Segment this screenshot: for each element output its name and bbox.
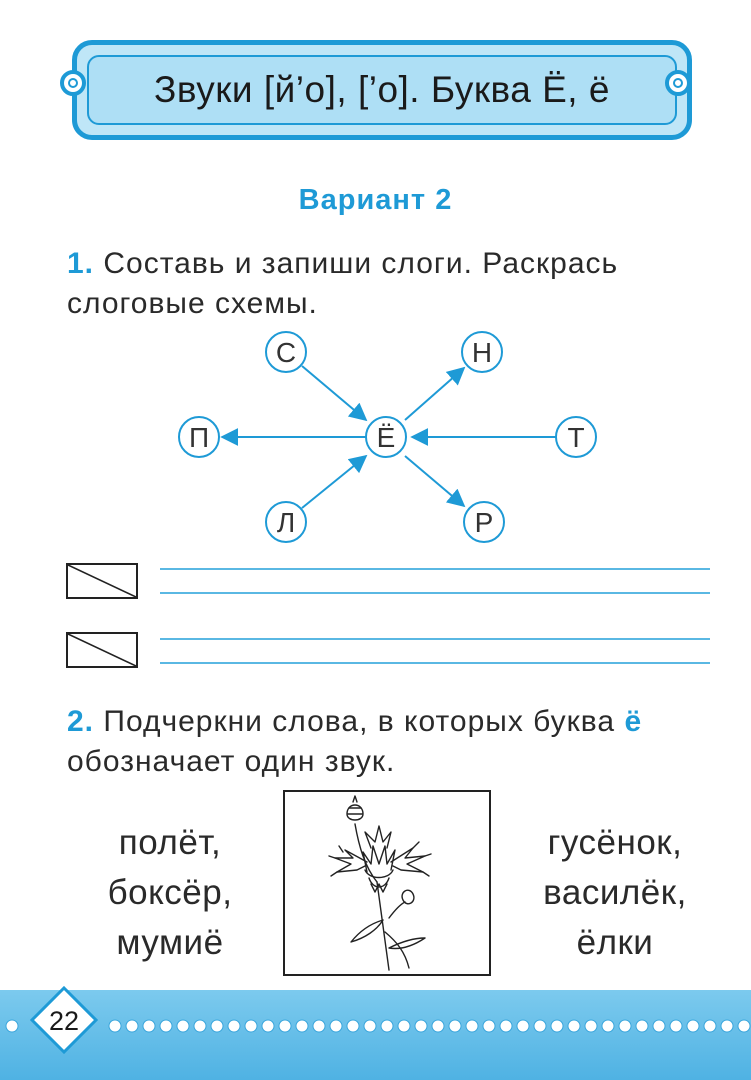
arrow-l-to-center: [301, 454, 368, 509]
word-item[interactable]: боксёр,: [107, 873, 233, 912]
word-list-left: полёт, боксёр, мумиё: [80, 818, 260, 968]
task-2-letter: ё: [624, 705, 643, 738]
task-2-text-after: обозначает один звук.: [67, 745, 396, 778]
banner-ring-right-icon: [665, 70, 691, 96]
node-r-circle: [463, 501, 505, 543]
node-l-circle: [265, 501, 307, 543]
word-item[interactable]: ёлки: [576, 923, 654, 962]
footer-dots-decoration: [5, 1019, 751, 1033]
word-list-right: гусёнок, василёк, ёлки: [520, 818, 710, 968]
node-n-circle: [461, 331, 503, 373]
node-n-label: Н: [472, 337, 492, 368]
task-2-number: 2.: [67, 705, 95, 738]
writing-line[interactable]: [160, 662, 710, 664]
page-title: Звуки [й’о], [’о]. Буква Ё, ё: [154, 69, 610, 110]
syllable-diagram: Ё С Н П Т Л Р: [178, 331, 597, 543]
footer-band: [0, 990, 751, 1080]
word-item[interactable]: полёт,: [118, 823, 222, 862]
arrow-s-to-center: [301, 365, 368, 422]
node-p-circle: [178, 416, 220, 458]
writing-line[interactable]: [160, 592, 710, 594]
banner-ring-left-icon: [60, 70, 86, 96]
cornflower-icon: [328, 795, 432, 971]
word-item[interactable]: василёк,: [543, 873, 687, 912]
node-t-label: Т: [567, 422, 584, 453]
node-s-label: С: [276, 337, 296, 368]
title-banner: Звуки [й’о], [’о]. Буква Ё, ё: [72, 40, 692, 140]
node-s-circle: [265, 331, 307, 373]
page-number-badge: [30, 986, 98, 1054]
task-1: 1. Составь и запиши слоги. Раскрась слог…: [67, 244, 717, 324]
picture-frame: [283, 790, 491, 976]
word-item[interactable]: мумиё: [116, 923, 224, 962]
title-banner-inner: Звуки [й’о], [’о]. Буква Ё, ё: [87, 55, 677, 125]
node-l-label: Л: [277, 507, 295, 538]
node-center-label: Ё: [377, 422, 396, 453]
node-r-label: Р: [475, 507, 494, 538]
syllable-scheme-2[interactable]: [66, 632, 138, 668]
arrow-center-to-r: [404, 455, 466, 508]
node-t-circle: [555, 416, 597, 458]
word-item[interactable]: гусёнок,: [547, 823, 683, 862]
node-center-circle: [365, 416, 407, 458]
task-1-text: Составь и запиши слоги. Раскрась слоговы…: [67, 247, 619, 320]
variant-heading: Вариант 2: [298, 184, 453, 216]
writing-line[interactable]: [160, 638, 710, 640]
page-number: 22: [48, 1006, 80, 1036]
node-p-label: П: [189, 422, 209, 453]
syllable-scheme-1[interactable]: [66, 563, 138, 599]
arrow-center-to-n: [404, 366, 466, 421]
writing-line[interactable]: [160, 568, 710, 570]
task-2: 2. Подчеркни слова, в которых буква ё об…: [67, 702, 717, 782]
task-1-number: 1.: [67, 247, 95, 280]
task-2-text-before: Подчеркни слова, в которых буква: [103, 705, 616, 738]
